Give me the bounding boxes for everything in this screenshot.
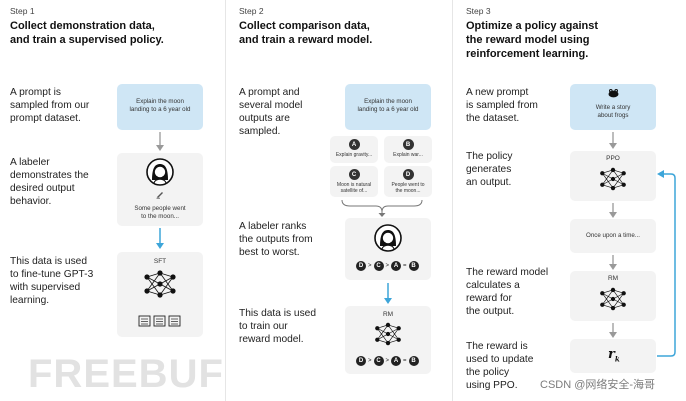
pencil-icon [156, 192, 163, 199]
rank-item: B [408, 356, 419, 366]
rank-item: C [373, 261, 384, 271]
demonstration-text: Some people went [134, 205, 186, 212]
bracket-icon [341, 199, 423, 217]
document-stack-icon [138, 315, 181, 327]
output-text: the moon... [395, 188, 421, 194]
rank-operator: = [403, 358, 407, 364]
output-letter-badge: B [402, 139, 414, 150]
step-1-demonstration-card: Some people went to the moon... [117, 153, 203, 226]
step-3-desc-update: The reward is used to update the policy … [466, 341, 534, 391]
arrow-down-icon [609, 132, 617, 149]
rank-item: D [356, 356, 366, 366]
ranking-row: D > C > A = B [356, 261, 419, 271]
step-2-desc-sampled: A prompt and several model outputs are s… [239, 87, 303, 137]
generated-output-text: Once upon a time... [586, 232, 640, 239]
output-text: People went to [391, 182, 425, 188]
rank-operator: > [368, 358, 372, 364]
step-3-desc-reward-model: The reward model calculates a reward for… [466, 267, 549, 317]
column-divider [452, 0, 453, 401]
output-card-a: A Explain gravity... [330, 136, 378, 163]
neural-network-icon [600, 287, 626, 311]
output-card-c: C Moon is natural satellite of... [330, 166, 378, 197]
step-3-ppo-card: PPO [570, 151, 656, 201]
feedback-loop-arrow-icon [657, 170, 676, 357]
output-text: Moon is natural [336, 182, 372, 188]
demonstration-text: to the moon... [141, 212, 179, 220]
rank-operator: = [403, 263, 407, 269]
prompt-text: Explain the moon [136, 98, 184, 105]
arrow-down-icon [609, 323, 617, 338]
rank-item: A [391, 261, 402, 271]
step-3-output-card: Once upon a time... [570, 219, 656, 253]
ranking-row: D > C > A = B [356, 356, 419, 366]
step-2-title: Collect comparison data, and train a rew… [239, 20, 373, 46]
sft-label: SFT [153, 258, 167, 265]
output-text: Explain gravity... [335, 152, 373, 158]
step-1-desc-prompt: A prompt is sampled from our prompt data… [10, 87, 90, 124]
rm-label: RM [382, 311, 394, 318]
rank-operator: > [385, 263, 390, 269]
step-1-prompt-card: Explain the moon landing to a 6 year old [117, 84, 203, 130]
step-3-title: Optimize a policy against the reward mod… [466, 20, 599, 60]
output-letter-badge: C [348, 169, 360, 180]
rank-item: C [373, 356, 384, 366]
prompt-text: Explain the moon [364, 98, 412, 105]
neural-network-icon [600, 167, 626, 191]
labeler-avatar-icon [374, 224, 402, 252]
rank-item: D [356, 261, 366, 271]
output-card-b: B Explain war... [384, 136, 432, 163]
neural-network-icon [375, 322, 401, 346]
output-card-d: D People went to the moon... [384, 166, 432, 197]
step-1-desc-labeler: A labeler demonstrates the desired outpu… [10, 157, 89, 207]
watermark-freebuf: FREEBUF [28, 352, 224, 396]
rank-item: B [408, 261, 419, 271]
step-1-title: Collect demonstration data, and train a … [10, 20, 164, 46]
step-2-rm-card: RM D > C > A = B [345, 306, 431, 374]
prompt-text: about frogs [597, 111, 629, 119]
arrow-down-icon [609, 203, 617, 218]
step-3-reward-card: rk [570, 339, 656, 373]
step-3-prompt-card: Write a story about frogs [570, 84, 656, 130]
rank-operator: > [368, 263, 372, 269]
output-letter-badge: A [348, 139, 360, 150]
ppo-label: PPO [606, 155, 620, 162]
prompt-text: landing to a 6 year old [357, 105, 419, 113]
step-3-desc-policy: The policy generates an output. [466, 151, 513, 188]
column-divider [225, 0, 226, 401]
frog-icon [608, 89, 619, 98]
neural-network-icon [144, 270, 176, 298]
step-2-desc-ranks: A labeler ranks the outputs from best to… [239, 221, 313, 258]
arrow-down-icon [384, 283, 392, 304]
step-2-prompt-card: Explain the moon landing to a 6 year old [345, 84, 431, 130]
arrow-down-icon [609, 255, 617, 270]
step-1-sft-card: SFT [117, 252, 203, 337]
prompt-text: Write a story [595, 104, 631, 111]
output-letter-badge: D [402, 169, 414, 180]
rank-item: A [391, 356, 402, 366]
step-1-desc-finetune: This data is used to fine-tune GPT-3 wit… [10, 256, 94, 306]
prompt-text: landing to a 6 year old [129, 105, 191, 113]
step-2-desc-train: This data is used to train our reward mo… [239, 308, 317, 345]
step-2-label: Step 2 [239, 6, 264, 16]
step-3-rm-card: RM [570, 271, 656, 321]
step-3-desc-prompt: A new prompt is sampled from the dataset… [466, 87, 538, 124]
rank-operator: > [385, 358, 390, 364]
step-2-ranking-card: D > C > A = B [345, 218, 431, 280]
output-text: Explain war... [393, 152, 423, 158]
arrow-down-icon [156, 228, 164, 249]
watermark-csdn: CSDN @网络安全-海哥 [540, 379, 656, 391]
rm-label: RM [607, 275, 619, 282]
labeler-avatar-icon [146, 158, 174, 186]
step-1-label: Step 1 [10, 6, 35, 16]
reward-value: rk [608, 347, 620, 364]
output-text: satellite of... [340, 188, 368, 194]
step-3-label: Step 3 [466, 6, 491, 16]
arrow-down-icon [156, 132, 164, 151]
